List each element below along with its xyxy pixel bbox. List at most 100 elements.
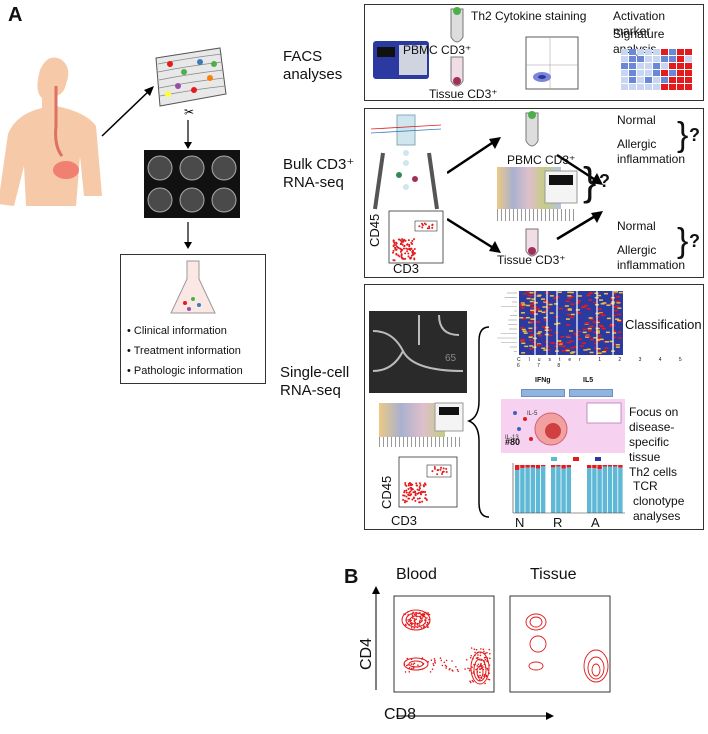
facs-dot <box>403 245 406 248</box>
heatmap-cell <box>685 70 692 76</box>
blood-dot <box>412 617 414 620</box>
facs-dot <box>423 222 426 225</box>
heatmap-stripe <box>609 340 614 343</box>
blood-dot <box>414 621 417 624</box>
heatmap-stripe <box>521 317 526 320</box>
heatmap-stripe <box>595 332 600 334</box>
blood-dot <box>424 619 426 621</box>
panel-b-contour-plots <box>372 586 611 720</box>
facs-dot <box>425 498 428 501</box>
heatmap-stripe <box>596 339 601 341</box>
microfluidic-chip-illustration: 65 <box>369 311 467 393</box>
heatmap-stripe <box>541 326 546 328</box>
heatmap-cell <box>661 70 668 76</box>
facs-dot <box>424 483 427 486</box>
heatmap-stripe <box>612 330 617 333</box>
th2-cytokine-label: Th2 Cytokine staining <box>471 9 587 23</box>
heatmap-stripe <box>537 294 542 297</box>
facs-dot <box>405 247 408 250</box>
heatmap-cell <box>637 49 644 55</box>
heatmap-stripe <box>530 309 535 312</box>
heatmap-cell <box>653 77 660 83</box>
heatmap-stripe <box>583 304 588 307</box>
heatmap-cell <box>685 56 692 62</box>
facs-dot <box>408 491 411 494</box>
sc-cd3-label: CD3 <box>391 513 418 528</box>
blood-dot <box>412 667 415 669</box>
facs-dot <box>410 256 413 259</box>
heatmap-stripe <box>527 294 532 297</box>
classification-label: Classification <box>625 317 702 332</box>
heatmap-stripe <box>532 346 537 348</box>
facs-dot <box>404 239 407 242</box>
heatmap-stripe <box>520 312 525 314</box>
facs-dot <box>409 482 412 485</box>
facs-dot <box>437 469 440 472</box>
brace-2: } <box>677 222 689 260</box>
heatmap-stripe <box>549 295 554 297</box>
cluster-number-label: #80 <box>505 437 521 447</box>
tcr-bar-unique <box>587 468 592 513</box>
facs-dot <box>404 501 407 504</box>
blood-dot <box>488 678 491 681</box>
blood-dot <box>469 681 472 684</box>
tcr-bar-unique <box>618 467 623 513</box>
blood-dot <box>479 671 481 674</box>
blood-dot <box>480 662 482 665</box>
heatmap-stripe <box>575 309 580 311</box>
heatmap-stripe <box>599 325 604 328</box>
heatmap-stripe <box>548 303 553 306</box>
blood-dot <box>470 647 473 649</box>
tissue-tube-icon <box>450 56 464 87</box>
heatmap-cell <box>677 70 684 76</box>
facs-dot <box>433 466 436 469</box>
heatmap-stripe <box>593 337 598 339</box>
facs-dot <box>394 243 397 246</box>
heatmap-cell <box>637 56 644 62</box>
heatmap-stripe <box>570 303 575 305</box>
heatmap-stripe <box>554 303 559 305</box>
heatmap-stripe <box>581 305 586 308</box>
facs-dot <box>409 486 412 489</box>
tcr-bar-unique <box>515 469 520 513</box>
facs-dot <box>431 470 434 473</box>
heatmap-stripe <box>522 293 527 295</box>
heatmap-stripe <box>586 348 591 351</box>
heatmap-stripe <box>560 336 565 338</box>
blood-dot <box>455 665 457 668</box>
facs-dot <box>418 486 421 489</box>
heatmap-stripe <box>529 334 534 336</box>
heatmap-stripe <box>583 349 588 351</box>
facs-dot <box>401 238 404 241</box>
tcr-bar-unique <box>602 466 607 513</box>
facs-dot <box>404 252 407 255</box>
heatmap-cell <box>661 84 668 90</box>
blood-dot <box>479 668 481 670</box>
heatmap-stripe <box>524 345 529 348</box>
heatmap-stripe <box>533 313 538 315</box>
facs-dot <box>407 484 410 487</box>
heatmap-cell <box>677 84 684 90</box>
blood-dot <box>475 648 478 651</box>
heatmap-stripe <box>585 336 590 338</box>
tcr-clonotype-barchart <box>512 457 625 514</box>
facs-dot <box>415 484 418 487</box>
heatmap-stripe <box>569 316 574 319</box>
blood-dot <box>407 664 409 666</box>
svg-text:✂: ✂ <box>184 105 194 118</box>
il5-label: IL5 <box>583 377 594 384</box>
facs-dot <box>445 467 448 470</box>
heatmap-stripe <box>557 340 562 342</box>
bulk-tissue-tube-icon <box>525 228 539 257</box>
heatmap-stripe <box>541 347 546 350</box>
heatmap-stripe <box>521 328 526 331</box>
tcr-bar-unique <box>561 468 566 513</box>
facs-dot <box>426 227 429 230</box>
heatmap-stripe <box>585 335 590 337</box>
heatmap-stripe <box>545 302 550 305</box>
tcr-bar-expanded <box>597 465 602 470</box>
heatmap-stripe <box>533 302 538 304</box>
blood-dot <box>439 657 442 659</box>
flow-cytometer-icon <box>373 41 429 79</box>
blood-dot <box>408 671 411 673</box>
